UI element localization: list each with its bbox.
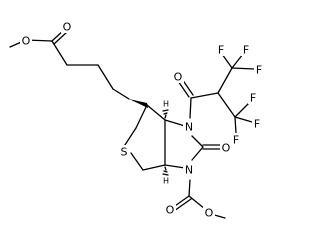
bond-acyl-o-a — [177, 80, 190, 98]
atom-f6: F — [231, 133, 242, 147]
atom-f2: F — [241, 43, 252, 57]
bond-cf3-top-f3 — [231, 67, 255, 70]
atom-f3: F — [254, 63, 265, 77]
bond-chain-1 — [51, 40, 68, 66]
svg-text:F: F — [218, 44, 224, 57]
atom-f4: F — [248, 91, 259, 105]
bond-c3a-n-top — [164, 119, 186, 127]
svg-text:F: F — [243, 44, 249, 57]
bond-cf3-top-f2 — [231, 53, 244, 69]
bond-n-top-urea — [191, 135, 204, 148]
svg-text:O: O — [205, 207, 214, 220]
bond-c4-c3a — [146, 104, 166, 121]
svg-text:O: O — [174, 71, 183, 84]
atom-f5: F — [252, 117, 263, 131]
svg-text:O: O — [22, 35, 31, 48]
bond-cf3-top-f1 — [221, 53, 233, 69]
bond-carbonyl-o-double-b — [53, 31, 68, 45]
atom-n-top: N — [183, 120, 196, 134]
bond-chain-3 — [97, 64, 114, 90]
bond-ch2-bottom-c6a — [142, 164, 166, 171]
atom-h-bottom: H — [163, 177, 169, 186]
bond-acyl-c-ch — [190, 92, 219, 99]
bond-carb-o-single — [188, 195, 206, 210]
bond-ch-cf3-top — [217, 67, 233, 94]
svg-text:O: O — [222, 142, 231, 155]
svg-text:F: F — [233, 134, 239, 147]
atom-o-ester-double: O — [61, 20, 73, 34]
atom-h-top: H — [163, 100, 169, 109]
svg-text:F: F — [256, 64, 262, 77]
bond-c4-ch2-top — [135, 104, 148, 129]
hash-bond-bottom — [162, 166, 169, 176]
atom-n-bottom: N — [183, 163, 196, 177]
atom-o-urea: O — [220, 141, 232, 155]
svg-text:F: F — [254, 118, 260, 131]
bond-n-top-acyl-c — [189, 97, 192, 119]
bond-cf3-bottom-f5 — [234, 116, 253, 123]
bond-s-ch2-bottom — [130, 152, 144, 171]
svg-text:O: O — [63, 21, 72, 34]
hash-bond-top — [162, 109, 169, 119]
atom-o-carbamate-double: O — [164, 203, 176, 217]
atom-o-carbamate-single: O — [203, 206, 215, 220]
atom-o-ester-single: O — [20, 34, 32, 48]
bond-cf3-bottom-f6 — [234, 116, 237, 134]
svg-text:F: F — [250, 92, 256, 105]
bond-layer — [9, 28, 255, 219]
svg-text:O: O — [166, 204, 175, 217]
wedge-bond-side-chain — [129, 99, 148, 108]
svg-text:N: N — [185, 164, 193, 177]
bond-chain-4 — [112, 88, 130, 100]
svg-text:S: S — [121, 146, 128, 159]
bond-n-bottom-urea — [191, 146, 204, 161]
atom-o-acyl: O — [172, 70, 184, 84]
bond-c6a-n-bottom — [164, 164, 186, 169]
bond-ch-cf3-bottom — [217, 92, 236, 118]
atom-labels: O O O F F F F F — [20, 20, 265, 220]
atom-s-ring: S — [119, 145, 130, 159]
atom-f1: F — [216, 43, 227, 57]
bond-carb-o-double-b — [173, 198, 192, 212]
chemical-structure: O O O F F F F F — [9, 20, 265, 220]
svg-text:N: N — [185, 121, 193, 134]
bond-n-bottom-carb-c — [188, 179, 191, 197]
